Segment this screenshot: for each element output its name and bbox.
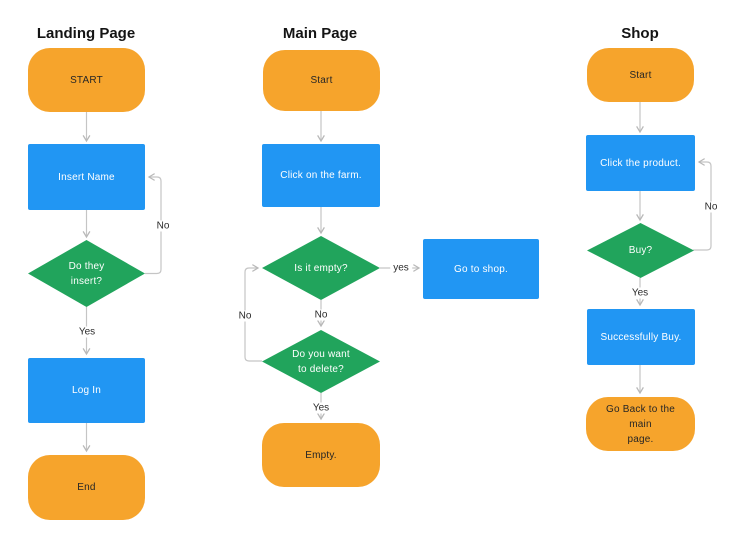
lp-no-edge-label: No bbox=[153, 220, 173, 232]
mp-yes-right-edge-label: yes bbox=[390, 262, 412, 274]
column-title-landing-page: Landing Page bbox=[36, 25, 136, 42]
sh-go-back-terminal-node: Go Back to the main page. bbox=[586, 397, 695, 451]
mp-no-left-edge-label: No bbox=[235, 310, 255, 322]
mp-click-on-farm-process-node: Click on the farm. bbox=[262, 144, 380, 207]
mp-go-to-shop-process-node: Go to shop. bbox=[423, 239, 539, 299]
mp-no-center-edge-label: No bbox=[311, 309, 331, 321]
sh-no-edge-label: No bbox=[701, 201, 721, 213]
column-title-main-page: Main Page bbox=[282, 25, 358, 42]
sh-click-product-process-node: Click the product. bbox=[586, 135, 695, 191]
lp-end-terminal-node: End bbox=[28, 455, 145, 520]
mp-empty-terminal-node: Empty. bbox=[262, 423, 380, 487]
lp-start-terminal-node: START bbox=[28, 48, 145, 112]
lp-log-in-process-node: Log In bbox=[28, 358, 145, 423]
column-title-shop: Shop bbox=[621, 25, 659, 42]
mp-yes-bottom-edge-label: Yes bbox=[309, 402, 333, 414]
lp-insert-name-process-node: Insert Name bbox=[28, 144, 145, 210]
mp-start-terminal-node: Start bbox=[263, 50, 380, 111]
sh-successfully-buy-process-node: Successfully Buy. bbox=[587, 309, 695, 365]
lp-yes-edge-label: Yes bbox=[75, 326, 99, 338]
sh-start-terminal-node: Start bbox=[587, 48, 694, 102]
sh-yes-edge-label: Yes bbox=[628, 287, 652, 299]
